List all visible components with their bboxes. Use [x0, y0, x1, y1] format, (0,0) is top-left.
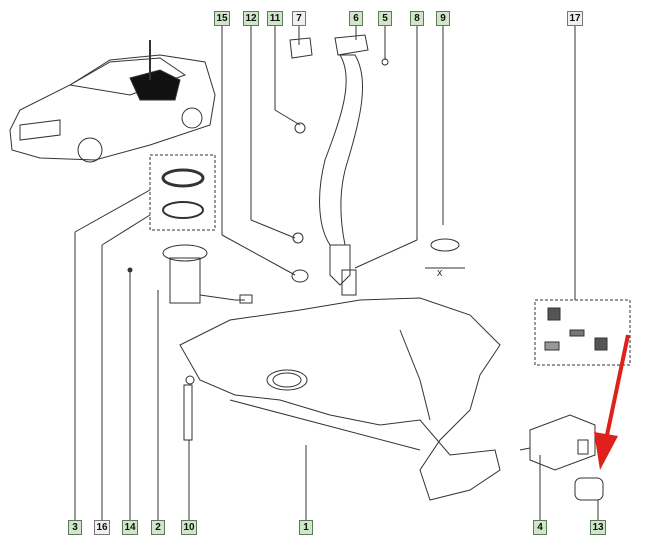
part-label-11[interactable]: 11: [267, 11, 283, 26]
clip-kit-group: [534, 299, 631, 366]
leader-8-branch: [354, 239, 418, 269]
clip-part: [547, 307, 561, 321]
leader-11-branch: [274, 109, 301, 126]
part-label-2[interactable]: 2: [151, 520, 165, 535]
clip-part: [569, 329, 585, 337]
part-label-7[interactable]: 7: [292, 11, 306, 26]
small-screw: [127, 267, 133, 273]
part-label-10[interactable]: 10: [181, 520, 197, 535]
part-label-12[interactable]: 12: [243, 11, 259, 26]
part-label-14[interactable]: 14: [122, 520, 138, 535]
part-label-17[interactable]: 17: [567, 11, 583, 26]
pump-seal: [162, 201, 204, 219]
part-label-6[interactable]: 6: [349, 11, 363, 26]
part-label-8[interactable]: 8: [410, 11, 424, 26]
leader-12-branch: [250, 219, 296, 239]
dimension-x: X: [437, 269, 443, 278]
red-arrow-pointer: [594, 334, 630, 470]
leader-15-branch: [221, 234, 296, 276]
fuel-tank: [179, 297, 501, 501]
part-label-3[interactable]: 3: [68, 520, 82, 535]
filler-neck: [289, 34, 465, 296]
charcoal-canister: [519, 414, 596, 471]
fuel-pump: [162, 244, 253, 304]
part-label-5[interactable]: 5: [378, 11, 392, 26]
leader-16-branch: [101, 214, 151, 246]
pump-locking-ring: [161, 168, 205, 188]
part-label-1[interactable]: 1: [299, 520, 313, 535]
car-illustration: [9, 40, 216, 163]
part-label-13[interactable]: 13: [590, 520, 606, 535]
clip-part: [544, 341, 560, 351]
part-label-15[interactable]: 15: [214, 11, 230, 26]
clip-part: [594, 337, 608, 351]
pump-ring-group: [149, 154, 216, 231]
part-label-4[interactable]: 4: [533, 520, 547, 535]
part-label-9[interactable]: 9: [436, 11, 450, 26]
leader-3-branch: [74, 189, 151, 233]
part-label-16[interactable]: 16: [94, 520, 110, 535]
fuel-filter: [574, 477, 604, 501]
